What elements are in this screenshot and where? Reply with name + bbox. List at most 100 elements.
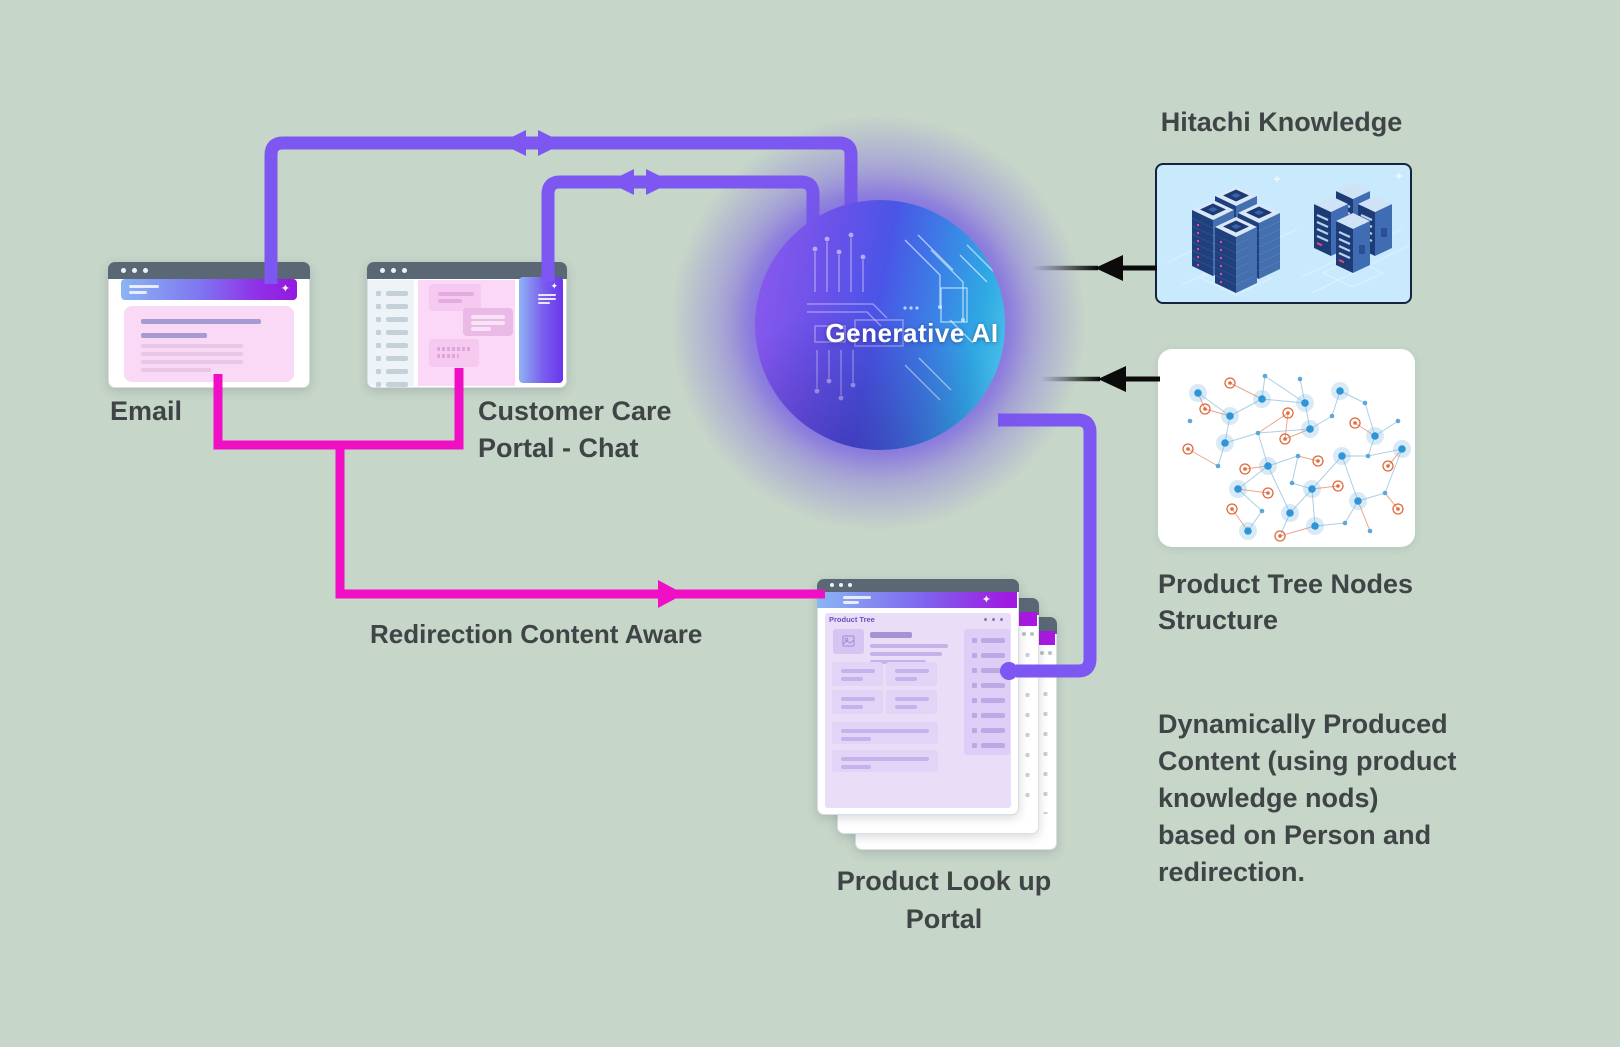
- graph-node-ring: [1382, 460, 1394, 472]
- chat-sidebar: [368, 280, 414, 387]
- graph-node-ring: [1312, 455, 1324, 467]
- list-row-line: [386, 317, 408, 322]
- graph-edge: [1229, 398, 1263, 417]
- list-row-bullet: [972, 713, 977, 718]
- email-window-titlebar: [108, 262, 310, 279]
- graph-edge: [1267, 465, 1291, 514]
- graph-node: [1255, 430, 1261, 436]
- graph-node: [1395, 418, 1401, 424]
- chat-bubble: [463, 308, 513, 336]
- graph-node: [1226, 412, 1234, 420]
- list-row-line: [386, 369, 408, 374]
- graph-edge: [1261, 398, 1306, 404]
- text-line: [141, 319, 261, 324]
- graph-node: [1311, 522, 1319, 530]
- graph-node: [1228, 381, 1232, 385]
- list-row-bullet: [972, 743, 977, 748]
- portal-window-titlebar: [817, 579, 1019, 592]
- graph-edge: [1384, 492, 1399, 510]
- graph-node: [1278, 534, 1282, 538]
- graph-edge: [1299, 378, 1306, 404]
- graph-node-ring: [1199, 403, 1211, 415]
- generative-ai-sphere: Generative AI: [755, 200, 1005, 450]
- hitachi-title: Hitachi Knowledge: [1160, 107, 1403, 137]
- graph-edge: [1279, 512, 1291, 537]
- graph-edge: [1217, 442, 1226, 467]
- arrow-right-icon: [538, 130, 564, 156]
- content-card: [832, 690, 883, 714]
- chat-label: Customer Care Portal - Chat: [478, 393, 672, 467]
- list-row-bullet: [376, 356, 381, 361]
- graph-node: [1367, 528, 1373, 534]
- chat-window-titlebar: [367, 262, 567, 279]
- portal-label-line2: Portal: [905, 904, 983, 934]
- graph-edge: [1357, 492, 1386, 502]
- list-row-bullet: [972, 638, 977, 643]
- note-line: based on Person and: [1158, 820, 1432, 850]
- graph-node-ring: [1239, 463, 1251, 475]
- hitachi-sphere-arrow: [1032, 255, 1157, 281]
- chat-label-line1: Customer Care: [478, 396, 672, 426]
- graph-node: [1382, 490, 1388, 496]
- graph-node: [1186, 447, 1190, 451]
- portal-page-title: Product Tree: [829, 615, 875, 624]
- arrow-left-icon: [1095, 255, 1123, 281]
- arrow-left-icon: [500, 130, 526, 156]
- graph-node: [1289, 480, 1295, 486]
- graph-node: [1203, 407, 1207, 411]
- graph-node-ring: [1282, 407, 1294, 419]
- list-row-bullet: [376, 382, 381, 387]
- graph-edge: [1311, 455, 1343, 490]
- chat-window: ✦: [367, 262, 567, 388]
- redirection-label: Redirection Content Aware: [370, 619, 703, 649]
- graph-node: [1243, 467, 1247, 471]
- graph-node: [1336, 484, 1340, 488]
- chat-bubble: [429, 339, 479, 367]
- list-row-bullet: [972, 728, 977, 733]
- graph-node: [1316, 459, 1320, 463]
- content-card-wide: [832, 722, 938, 744]
- tree-sphere-arrow: [1040, 366, 1160, 392]
- graph-edge: [1374, 420, 1399, 437]
- list-row-bullet: [376, 369, 381, 374]
- arrow-right-icon: [646, 169, 672, 195]
- graph-node: [1301, 399, 1309, 407]
- dynamic-content-note: Dynamically Produced Content (using prod…: [1158, 706, 1456, 891]
- graph-node-ring: [1274, 530, 1286, 542]
- graph-node: [1244, 527, 1252, 535]
- list-row-bullet: [376, 304, 381, 309]
- portal-side-list: [964, 629, 1010, 755]
- graph-edge: [1187, 448, 1219, 467]
- list-row-bullet: [376, 291, 381, 296]
- sparkle-icon: ✦: [280, 283, 290, 295]
- graph-node: [1306, 425, 1314, 433]
- graph-node: [1234, 485, 1242, 493]
- graph-edge: [1297, 455, 1319, 462]
- portal-label: Product Look up Portal: [794, 862, 1094, 938]
- list-row-bullet: [972, 698, 977, 703]
- product-tree-graph-card: [1158, 349, 1415, 547]
- graph-node: [1353, 421, 1357, 425]
- chat-ai-panel: ✦: [519, 277, 563, 383]
- graph-node: [1371, 432, 1379, 440]
- window-dots-icon: [380, 268, 407, 273]
- graph-node-ring: [1182, 443, 1194, 455]
- graph-node: [1286, 411, 1290, 415]
- graph-node: [1259, 508, 1265, 514]
- graph-edge: [1257, 412, 1289, 434]
- graph-node-ring: [1224, 377, 1236, 389]
- window-dots-icon: [830, 583, 852, 587]
- content-card-wide: [832, 750, 938, 772]
- email-search-bar: ✦: [121, 279, 297, 300]
- tree-title-line2: Structure: [1158, 605, 1279, 635]
- graph-edge: [1344, 500, 1359, 524]
- graph-edge: [1291, 455, 1299, 484]
- graph-edge: [1384, 448, 1403, 494]
- list-row-line: [981, 668, 1005, 673]
- graph-edge: [1237, 488, 1263, 512]
- text-line: [141, 333, 207, 338]
- graph-node: [1264, 462, 1272, 470]
- graph-node: [1194, 389, 1202, 397]
- graph-node: [1365, 453, 1371, 459]
